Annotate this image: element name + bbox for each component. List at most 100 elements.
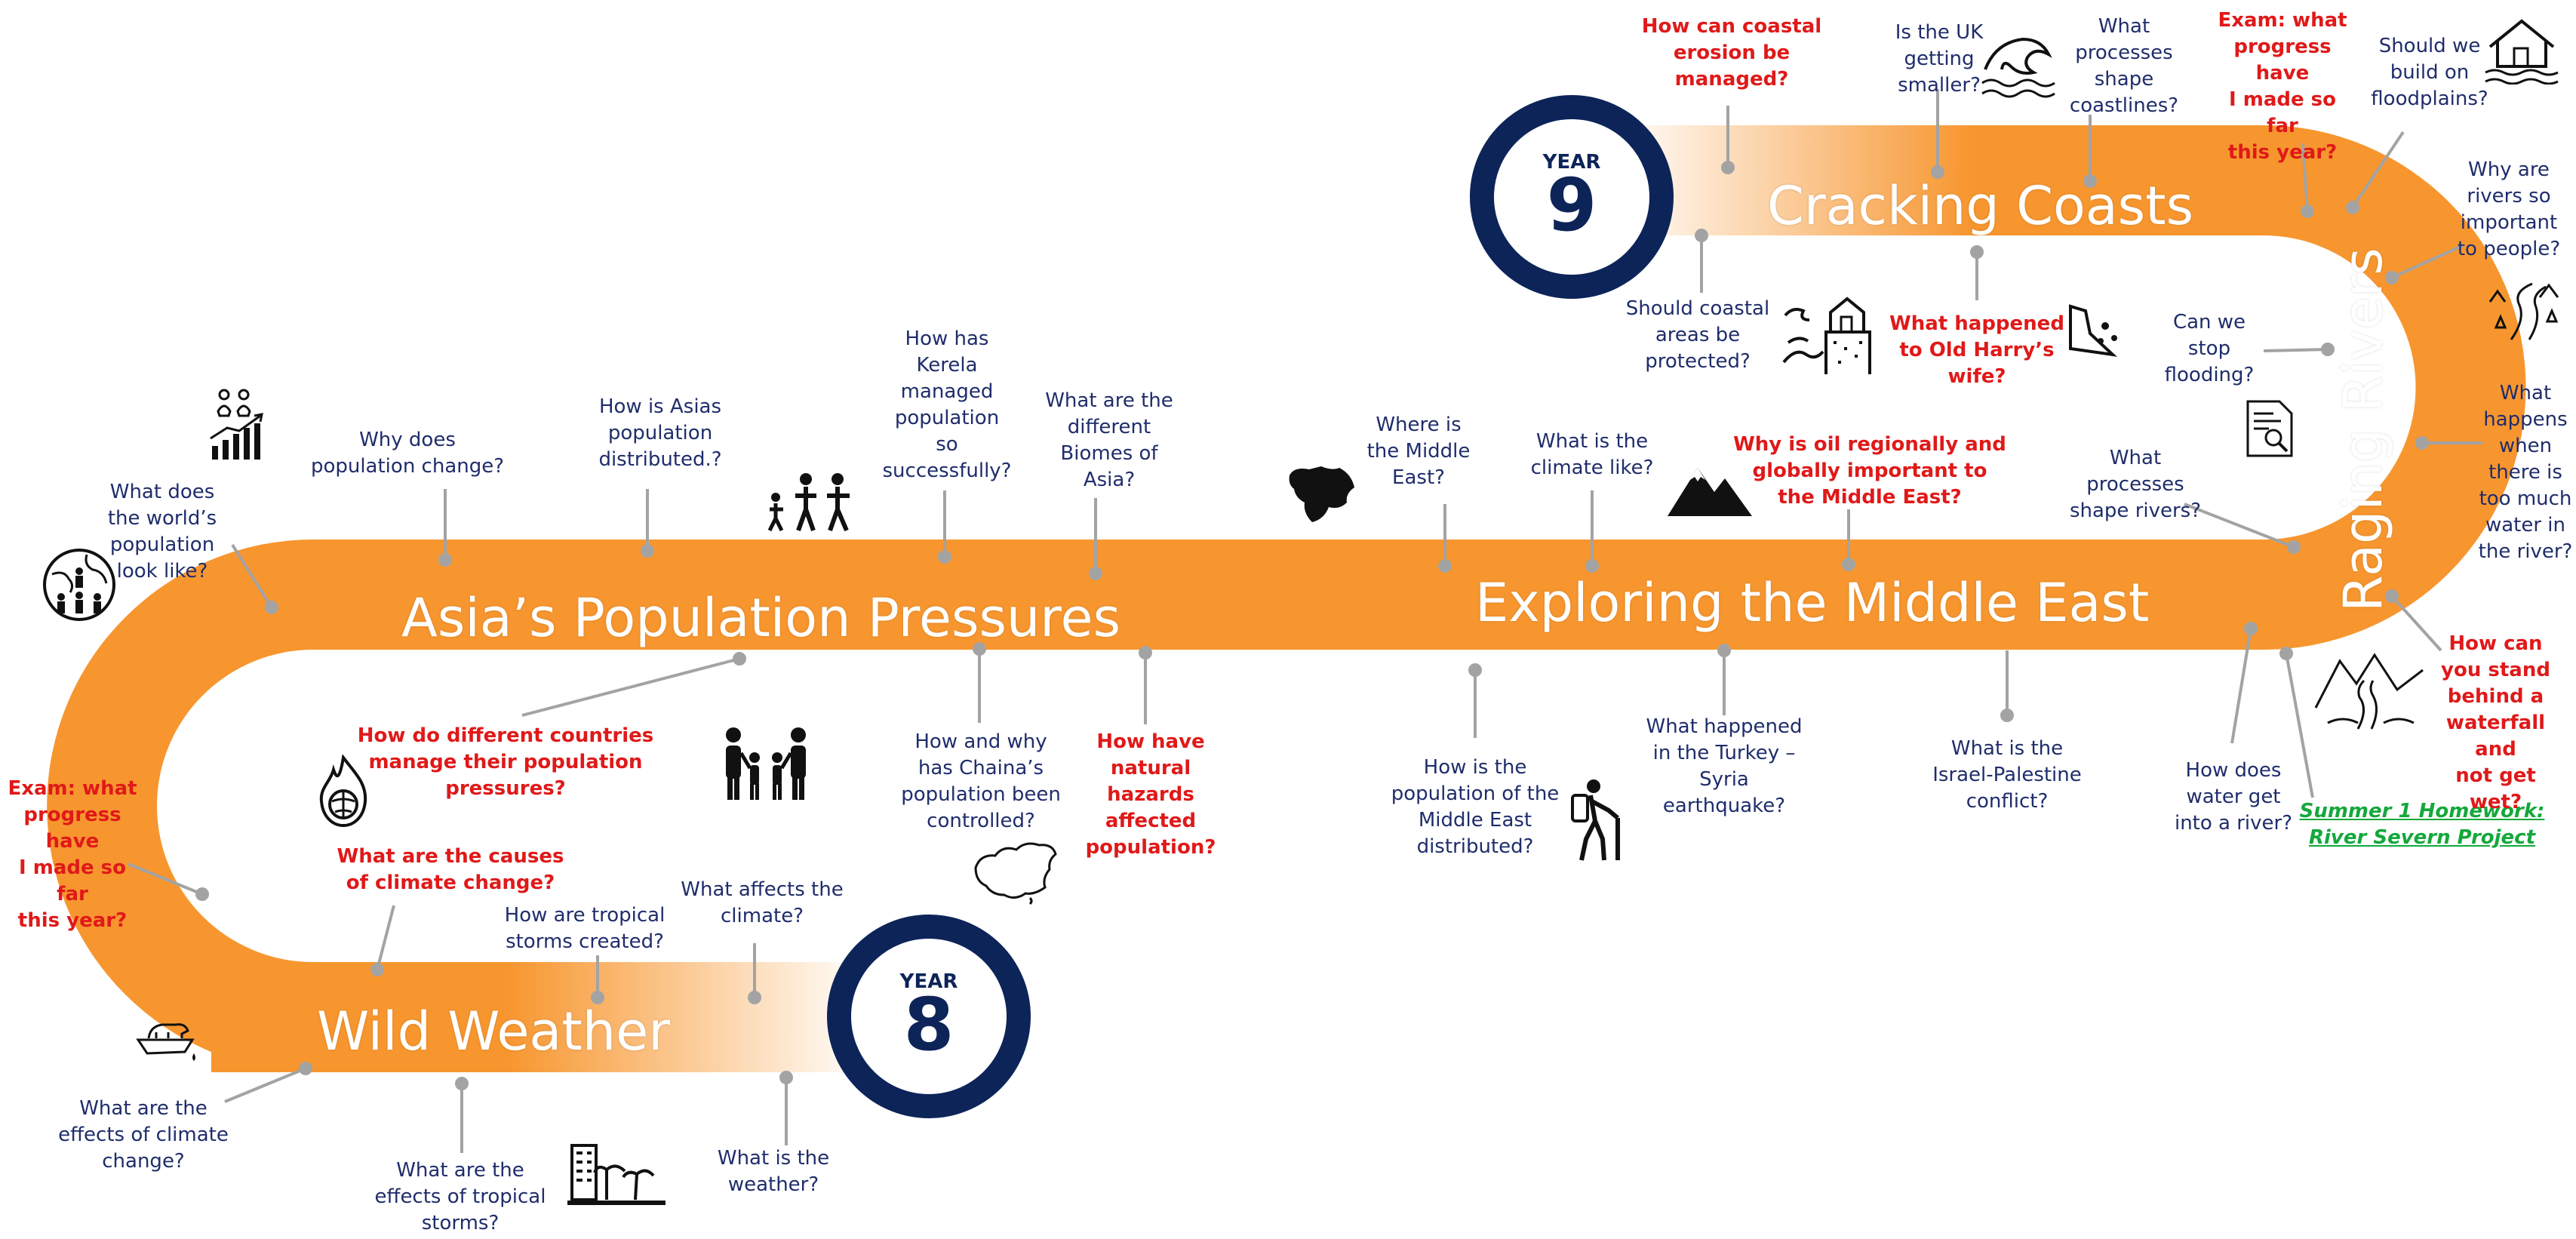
- question-exam-year-8: Exam: what progress have I made so far t…: [8, 777, 137, 932]
- walking-family-icon: [767, 473, 850, 532]
- family-icon: [726, 727, 806, 800]
- year-8-badge: YEAR 8: [827, 915, 1031, 1118]
- question-processes-shape-coastlines: What processes shape coastlines?: [2069, 15, 2179, 117]
- question-exam-year-9: Exam: what progress have I made so far t…: [2218, 9, 2347, 164]
- summer-1-homework-link[interactable]: Summer 1 Homework: River Severn Project: [2299, 800, 2545, 849]
- year-9-badge: YEAR 9: [1470, 95, 1674, 299]
- question-asia-population-distributed: How is Asias population distributed.?: [598, 395, 722, 471]
- question-what-is-the-weather: What is the weather?: [717, 1147, 830, 1196]
- question-stop-flooding: Can we stop flooding?: [2164, 311, 2255, 386]
- river-valley-icon: [2314, 653, 2424, 730]
- question-turkey-syria-earthquake: What happened in the Turkey – Syria eart…: [1646, 715, 1803, 817]
- polar-bear-melting-ice-icon: [136, 1023, 195, 1061]
- question-tropical-storms-created: How are tropical storms created?: [504, 904, 666, 953]
- question-oil-importance: Why is oil regionally and globally impor…: [1733, 433, 2006, 509]
- connector-effects-climate-change: [224, 1062, 312, 1103]
- connector-effects-tropical-storms: [455, 1077, 469, 1153]
- question-processes-shape-rivers: What processes shape rivers?: [2069, 447, 2202, 522]
- connector-kerela: [938, 490, 951, 564]
- hiker-icon: [1571, 779, 1620, 861]
- question-what-affects-climate: What affects the climate?: [681, 878, 844, 927]
- connector-old-harry: [1970, 245, 1984, 300]
- connector-natural-hazards: [1139, 646, 1152, 724]
- waves-icon: [1981, 37, 2055, 98]
- connector-rivers-important: [2385, 244, 2464, 284]
- question-manage-population-pressures: How do different countries manage their …: [357, 724, 654, 800]
- question-world-population: What does the world’s population look li…: [107, 481, 217, 583]
- question-uk-getting-smaller: Is the UK getting smaller?: [1895, 21, 1984, 97]
- question-too-much-water: What happens when there is too much wate…: [2478, 382, 2573, 563]
- question-coastal-areas-protected: Should coastal areas be protected?: [1625, 297, 1770, 373]
- connector-stop-flooding: [2263, 343, 2335, 356]
- fire-globe-icon: [319, 755, 367, 828]
- connector-affects-climate: [748, 943, 761, 1004]
- connector-what-is-weather: [779, 1071, 793, 1145]
- connector-oil: [1842, 509, 1855, 571]
- road-left-bend: [47, 540, 313, 1072]
- question-china-population: How and why has Chaina’s population been…: [901, 730, 1061, 832]
- year-9-number: 9: [1546, 163, 1597, 247]
- connector-causes-climate-change: [370, 905, 395, 976]
- connector-exam-y9: [2301, 143, 2314, 218]
- connector-why-population-change: [438, 489, 452, 567]
- connector-biomes: [1089, 498, 1102, 580]
- connector-me-climate: [1585, 490, 1599, 573]
- connector-uk-smaller: [1931, 89, 1944, 179]
- question-biomes-of-asia: What are the different Biomes of Asia?: [1045, 389, 1173, 491]
- middle-east-map-icon: [1289, 466, 1354, 522]
- topic-cracking-coasts: Cracking Coasts: [1767, 175, 2194, 237]
- flooded-house-icon: [2485, 19, 2559, 85]
- connector-homework: [2279, 647, 2314, 798]
- connector-water-into-river: [2230, 622, 2258, 744]
- year-8-number: 8: [903, 982, 954, 1067]
- question-kerela: How has Kerela managed population so suc…: [882, 327, 1012, 482]
- connector-asia-distributed: [641, 489, 654, 558]
- flood-plan-document-icon: [2246, 400, 2293, 457]
- connector-world-population: [231, 543, 278, 614]
- world-population-globe-icon: [43, 549, 115, 621]
- connector-floodplains: [2346, 131, 2405, 214]
- road-middle-straight: [312, 540, 2266, 650]
- connector-tropical-storms-created: [591, 955, 604, 1004]
- question-causes-of-climate-change: What are the causes of climate change?: [337, 845, 564, 894]
- topic-asia-population-pressures: Asia’s Population Pressures: [401, 587, 1121, 649]
- river-landscape-icon: [2488, 282, 2559, 340]
- connector-shape-coastlines: [2083, 115, 2097, 188]
- connector-shape-rivers: [2184, 503, 2301, 554]
- coastal-erosion-house-icon: [1782, 297, 1871, 374]
- china-map-icon: [974, 842, 1057, 905]
- year-8-label: YEAR: [899, 970, 958, 993]
- question-effects-of-tropical-storms: What are the effects of tropical storms?: [374, 1159, 546, 1234]
- connector-manage-population: [521, 652, 746, 717]
- question-middle-east-climate: What is the climate like?: [1530, 430, 1654, 479]
- topic-exploring-middle-east: Exploring the Middle East: [1475, 572, 2150, 634]
- road-cracking-coasts: [1615, 125, 2265, 235]
- connector-where-middle-east: [1438, 504, 1452, 573]
- question-build-on-floodplains: Should we build on floodplains?: [2371, 35, 2488, 110]
- question-old-harrys-wife: What happened to Old Harry’s wife?: [1889, 312, 2064, 388]
- question-coastal-erosion-managed: How can coastal erosion be managed?: [1641, 15, 1822, 91]
- connector-waterfall: [2385, 589, 2442, 652]
- connector-china: [973, 642, 986, 723]
- question-water-into-river: How does water get into a river?: [2174, 759, 2293, 835]
- connector-me-population: [1468, 663, 1482, 738]
- topic-wild-weather: Wild Weather: [317, 1001, 670, 1062]
- population-growth-chart-icon: [210, 389, 263, 460]
- connector-coastal-protected: [1695, 229, 1708, 293]
- question-rivers-important: Why are rivers so important to people?: [2457, 158, 2561, 260]
- year-9-label: YEAR: [1542, 151, 1601, 174]
- connector-earthquake: [1717, 644, 1731, 715]
- question-middle-east-population: How is the population of the Middle East…: [1391, 756, 1560, 858]
- connector-coastal-erosion: [1721, 106, 1735, 174]
- connector-too-much-water: [2415, 436, 2482, 450]
- road-right-bend: [2264, 125, 2526, 650]
- question-where-is-middle-east: Where is the Middle East?: [1366, 414, 1471, 489]
- connector-israel: [2000, 650, 2014, 722]
- mountains-icon: [1668, 468, 1752, 516]
- question-israel-palestine: What is the Israel-Palestine conflict?: [1932, 737, 2082, 813]
- road-wild-weather: [211, 962, 868, 1072]
- question-why-population-change: Why does population change?: [310, 429, 505, 478]
